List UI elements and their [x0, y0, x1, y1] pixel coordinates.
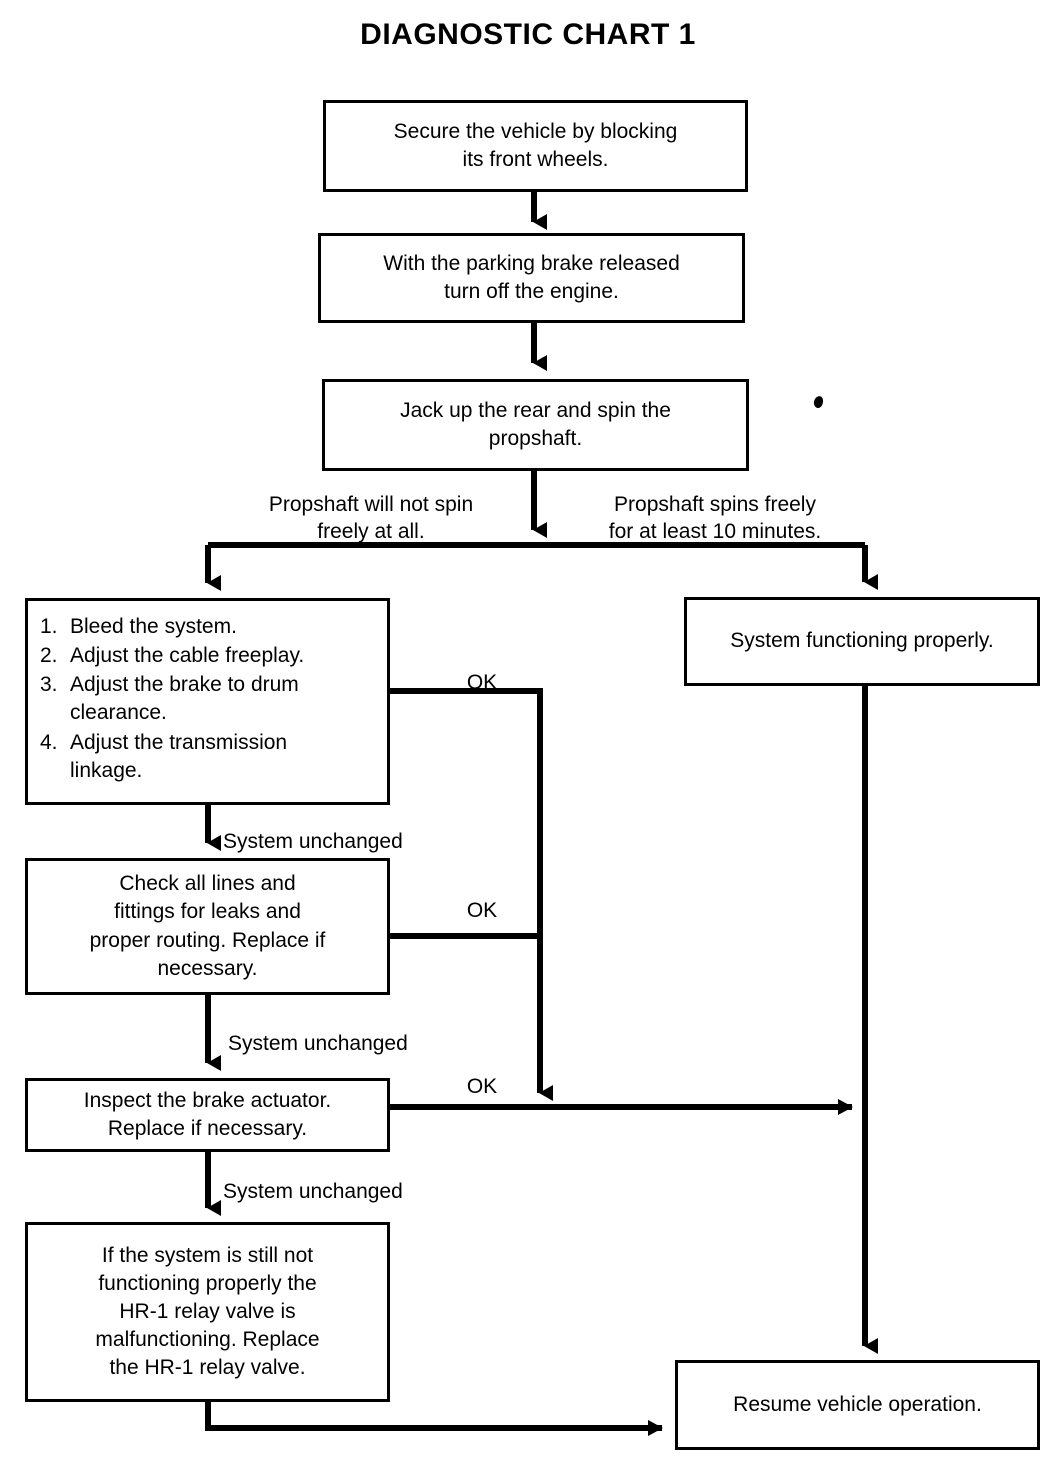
page-title: DIAGNOSTIC CHART 1	[360, 18, 696, 51]
node-hr1-relay[interactable]: If the system is still not functioning p…	[25, 1222, 390, 1402]
edge-label-system-unchanged-3: System unchanged	[223, 1180, 403, 1203]
node-system-functioning[interactable]: System functioning properly.	[684, 597, 1040, 686]
node-secure-vehicle[interactable]: Secure the vehicle by blocking its front…	[323, 100, 748, 192]
adjust-list-item-number: 2.	[40, 644, 58, 668]
node-inspect-actuator[interactable]: Inspect the brake actuator. Replace if n…	[25, 1078, 390, 1152]
adjust-list-items: 1. Bleed the system. 2. Adjust the cable fr…	[40, 613, 377, 786]
node-inspect-actuator-label: Inspect the brake actuator. Replace if n…	[83, 1088, 332, 1140]
edge-label-ok-3: OK	[466, 1075, 498, 1098]
adjust-list-item: 2. Adjust the cable freeplay.	[40, 642, 377, 670]
node-hr1-relay-label: If the system is still not functioning p…	[95, 1243, 320, 1380]
node-system-functioning-label: System functioning properly.	[730, 629, 994, 653]
adjust-list-item-number: 3.	[40, 673, 58, 697]
adjust-list-item-number: 1.	[40, 615, 58, 638]
connector-hr1-to-resume	[205, 1402, 663, 1436]
connector-ok1-adjustlist	[390, 688, 553, 1101]
node-jack-up[interactable]: Jack up the rear and spin the propshaft.	[322, 379, 749, 471]
adjust-list-item-text: Bleed the system.	[70, 615, 237, 638]
adjust-list-item-number: 4.	[40, 730, 58, 754]
node-resume-operation-label: Resume vehicle operation.	[733, 1392, 982, 1416]
node-secure-vehicle-label: Secure the vehicle by blocking its front…	[393, 119, 678, 171]
node-parking-brake-label: With the parking brake released turn off…	[383, 251, 680, 303]
adjust-list-item: 4. Adjust the transmission linkage.	[40, 729, 377, 785]
node-parking-brake[interactable]: With the parking brake released turn off…	[318, 233, 745, 323]
adjust-list-item: 1. Bleed the system.	[40, 613, 377, 641]
edge-label-branch-right: Propshaft spins freely for at least 10 m…	[608, 493, 822, 544]
edge-label-ok-1: OK	[466, 671, 498, 694]
edge-label-ok-2: OK	[466, 899, 498, 922]
node-check-lines[interactable]: Check all lines and fittings for leaks a…	[25, 858, 390, 995]
adjust-list-item-text: Adjust the cable freeplay.	[70, 644, 305, 668]
edge-label-branch-left: Propshaft will not spin freely at all.	[268, 493, 474, 544]
node-resume-operation[interactable]: Resume vehicle operation.	[675, 1360, 1040, 1450]
node-check-lines-label: Check all lines and fittings for leaks a…	[89, 872, 326, 980]
adjust-list-item: 3. Adjust the brake to drum clearance.	[40, 671, 377, 727]
adjust-list-item-text: Adjust the transmission linkage.	[70, 730, 288, 782]
node-jack-up-label: Jack up the rear and spin the propshaft.	[400, 398, 671, 450]
adjust-list-item-text: Adjust the brake to drum clearance.	[70, 673, 299, 725]
node-adjust-list[interactable]: 1. Bleed the system. 2. Adjust the cable fr…	[25, 598, 390, 805]
edge-label-system-unchanged-2: System unchanged	[228, 1032, 408, 1055]
edge-label-system-unchanged-1: System unchanged	[223, 830, 403, 853]
